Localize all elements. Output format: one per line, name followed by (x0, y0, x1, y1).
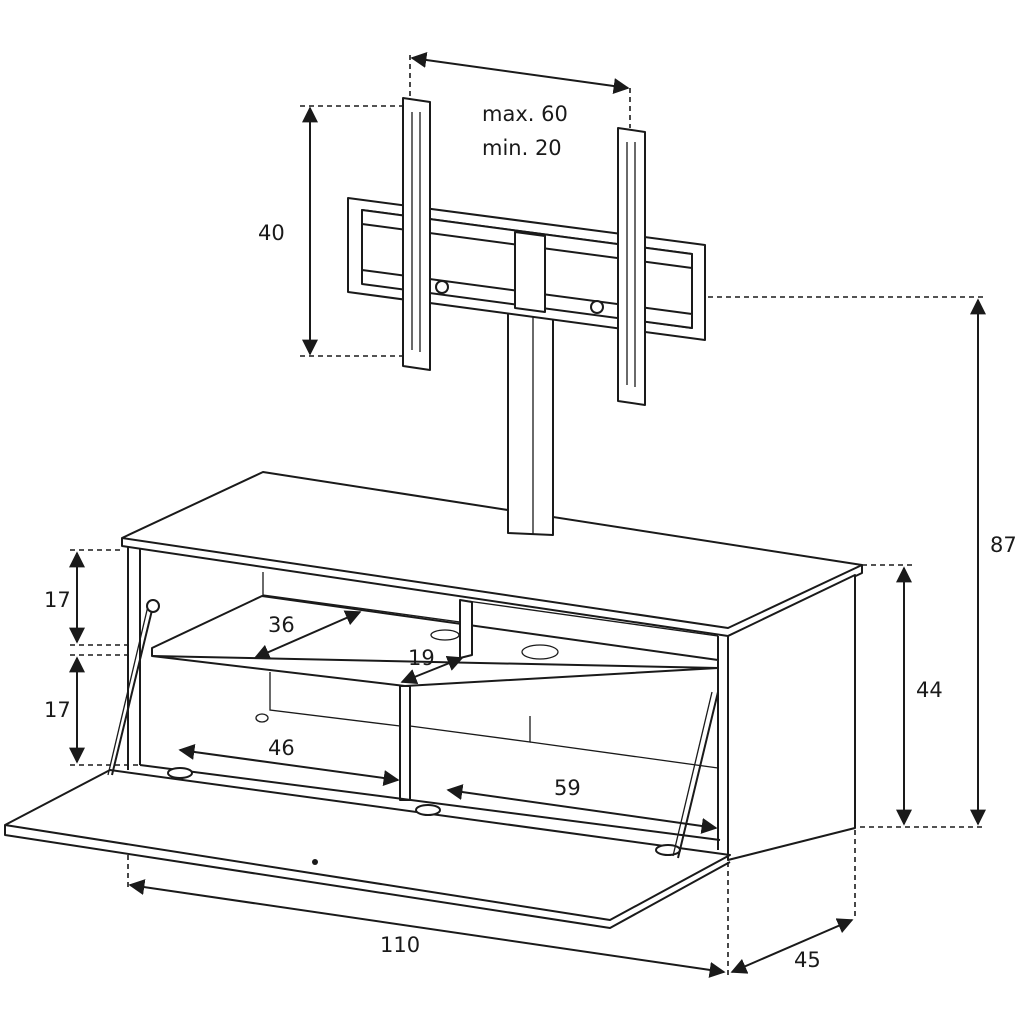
upper-compartment-height-label: 17 (44, 588, 71, 612)
lower-compartment-height-label: 17 (44, 698, 71, 722)
right-compartment-width-label: 59 (554, 776, 581, 800)
mount-spacing-max-label: max. 60 (482, 102, 568, 126)
vesa-plates (402, 97, 646, 406)
total-width-label: 110 (380, 933, 421, 957)
dimension-lines (69, 52, 986, 978)
cabinet-height-label: 44 (916, 678, 943, 702)
column (507, 309, 554, 536)
total-depth-label: 45 (794, 948, 821, 972)
total-height-label: 87 (990, 533, 1017, 557)
drop-down-flap (4, 767, 731, 929)
mount-spacing-min-label: min. 20 (482, 136, 562, 160)
wall-bracket-frame (347, 197, 706, 341)
left-compartment-width-label: 46 (268, 736, 295, 760)
small-compartment-width-label: 19 (408, 646, 435, 670)
upper-shelf-depth-label: 36 (268, 613, 295, 637)
mount-height-label: 40 (258, 221, 285, 245)
